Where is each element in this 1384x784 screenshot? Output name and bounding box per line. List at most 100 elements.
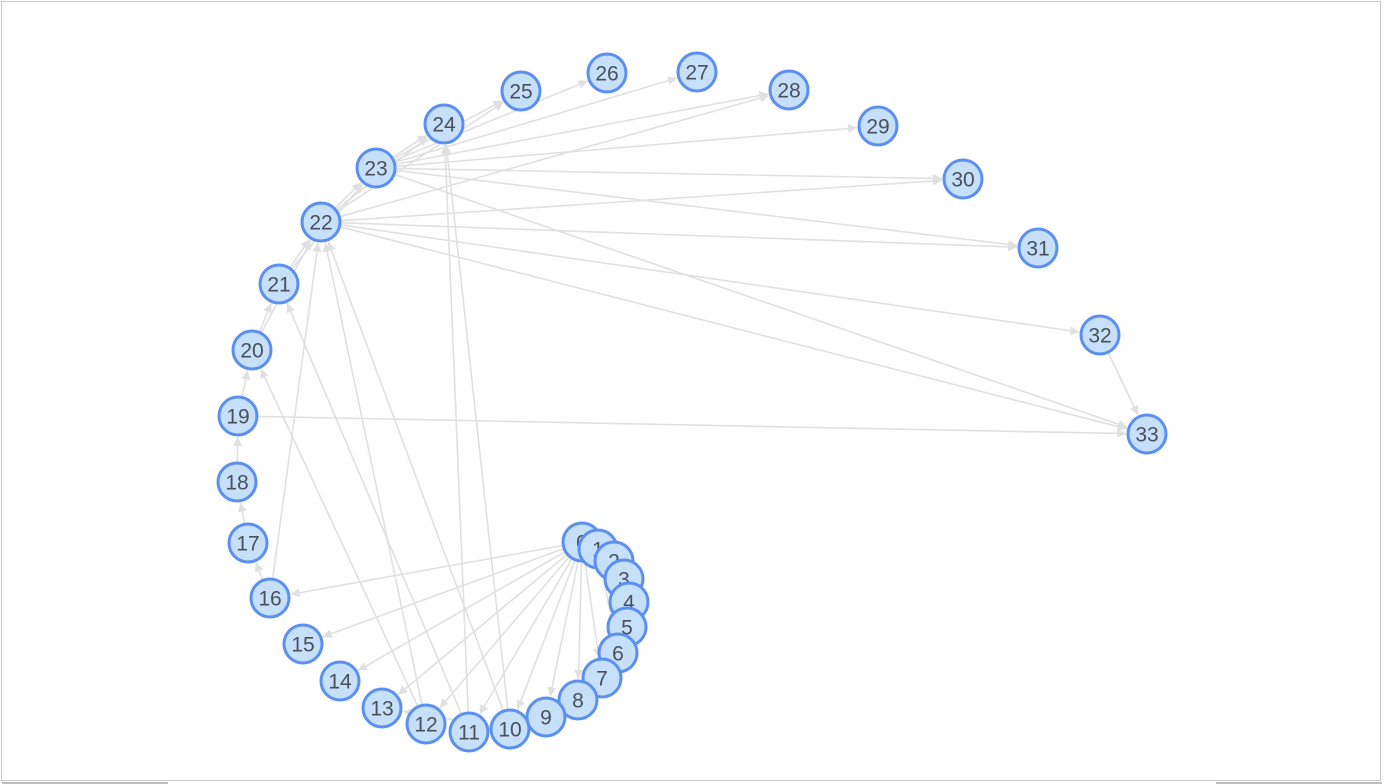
node-circle[interactable] [231, 329, 273, 371]
edge-12-22[interactable] [322, 242, 423, 706]
node-28[interactable]: 28 [768, 69, 810, 111]
edge-23-26[interactable] [393, 80, 588, 162]
node-label: 7 [596, 668, 608, 691]
node-32[interactable]: 32 [1079, 314, 1121, 356]
node-circle[interactable] [249, 577, 291, 619]
edge-0-12[interactable] [439, 555, 571, 709]
node-circle[interactable] [300, 201, 342, 243]
node-label: 31 [1026, 238, 1049, 261]
node-label: 16 [258, 588, 281, 611]
node-circle[interactable] [1017, 227, 1059, 269]
node-label: 30 [951, 169, 974, 192]
node-circle[interactable] [768, 69, 810, 111]
node-circle[interactable] [282, 623, 324, 665]
edge-32-33[interactable] [1107, 351, 1139, 416]
node-circle[interactable] [676, 51, 718, 93]
node-label: 11 [458, 722, 480, 745]
edge-22-31[interactable] [339, 221, 1018, 252]
edge-20-21[interactable] [258, 303, 272, 333]
node-circle[interactable] [586, 52, 628, 94]
node-20[interactable]: 20 [231, 329, 273, 371]
node-26[interactable]: 26 [586, 52, 628, 94]
node-13[interactable]: 13 [361, 687, 403, 729]
edge-19-20[interactable] [241, 370, 251, 398]
edge-22-28[interactable] [339, 93, 770, 218]
node-24[interactable]: 24 [423, 103, 465, 145]
edge-23-29[interactable] [394, 124, 858, 168]
edge-19-33[interactable] [256, 415, 1127, 438]
edge-23-27[interactable] [393, 76, 678, 164]
node-10[interactable]: 10 [489, 708, 531, 750]
node-label: 32 [1088, 325, 1111, 348]
node-25[interactable]: 25 [500, 70, 542, 112]
edge-16-22[interactable] [271, 242, 322, 580]
node-18[interactable]: 18 [216, 461, 258, 503]
edge-17-18[interactable] [237, 502, 247, 525]
node-circle[interactable] [1126, 413, 1168, 455]
edge-10-22[interactable] [327, 241, 505, 712]
edge-10-24[interactable] [442, 144, 509, 711]
node-19[interactable]: 19 [217, 395, 259, 437]
edge-0-15[interactable] [322, 547, 565, 638]
node-circle[interactable] [355, 147, 397, 189]
edge-22-25[interactable] [336, 101, 504, 213]
node-22[interactable]: 22 [300, 201, 342, 243]
node-circle[interactable] [319, 660, 361, 702]
edge-11-24[interactable] [440, 144, 469, 714]
node-circle[interactable] [216, 461, 258, 503]
node-circle[interactable] [423, 103, 465, 145]
node-circle[interactable] [448, 711, 490, 753]
node-21[interactable]: 21 [258, 263, 300, 305]
node-circle[interactable] [557, 679, 599, 721]
node-circle[interactable] [500, 70, 542, 112]
edge-23-33[interactable] [393, 173, 1128, 429]
node-label: 23 [364, 158, 387, 181]
node-circle[interactable] [857, 105, 899, 147]
node-12[interactable]: 12 [405, 703, 447, 745]
node-circle[interactable] [489, 708, 531, 750]
edge-21-22[interactable] [289, 238, 310, 269]
node-29[interactable]: 29 [857, 105, 899, 147]
edge-22-23[interactable] [334, 182, 362, 210]
node-circle[interactable] [525, 696, 567, 738]
node-label: 17 [236, 533, 259, 556]
node-circle[interactable] [258, 263, 300, 305]
node-circle[interactable] [217, 395, 259, 437]
node-15[interactable]: 15 [282, 623, 324, 665]
node-circle[interactable] [361, 687, 403, 729]
node-16[interactable]: 16 [249, 577, 291, 619]
node-circle[interactable] [1079, 314, 1121, 356]
edge-16-17[interactable] [254, 562, 264, 581]
edge-23-30[interactable] [394, 167, 943, 183]
edge-0-16[interactable] [290, 544, 564, 598]
node-17[interactable]: 17 [227, 522, 269, 564]
node-23[interactable]: 23 [355, 147, 397, 189]
edge-0-8[interactable] [574, 560, 584, 680]
edge-0-13[interactable] [397, 553, 568, 696]
edge-23-24[interactable] [391, 134, 427, 159]
node-circle[interactable] [405, 703, 447, 745]
edge-23-28[interactable] [394, 91, 769, 166]
node-33[interactable]: 33 [1126, 413, 1168, 455]
edge-0-7[interactable] [584, 560, 603, 658]
node-9[interactable]: 9 [525, 696, 567, 738]
node-circle[interactable] [942, 158, 984, 200]
edge-0-10[interactable] [516, 559, 576, 710]
node-30[interactable]: 30 [942, 158, 984, 200]
edge-11-21[interactable] [286, 302, 463, 715]
edge-12-20[interactable] [260, 368, 419, 708]
edge-23-31[interactable] [394, 169, 1018, 249]
node-label: 24 [432, 114, 456, 137]
node-27[interactable]: 27 [676, 51, 718, 93]
node-circle[interactable] [227, 522, 269, 564]
node-14[interactable]: 14 [319, 660, 361, 702]
edge-0-9[interactable] [547, 560, 579, 697]
node-11[interactable]: 11 [448, 711, 490, 753]
edge-22-33[interactable] [339, 225, 1127, 431]
node-31[interactable]: 31 [1017, 227, 1059, 269]
node-label: 21 [267, 274, 290, 297]
node-8[interactable]: 8 [557, 679, 599, 721]
edge-22-32[interactable] [339, 223, 1080, 336]
